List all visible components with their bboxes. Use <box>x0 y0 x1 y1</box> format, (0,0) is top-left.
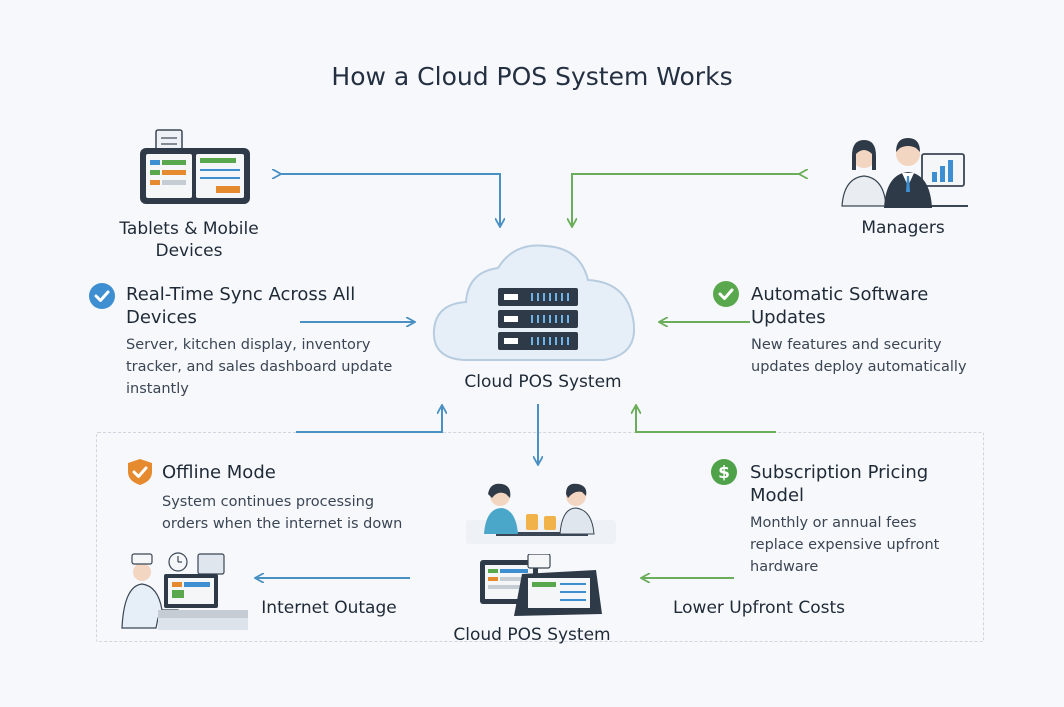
offline-description: System continues processing orders when … <box>162 494 403 532</box>
arrow-pricing-cloud <box>636 406 776 433</box>
managers-label: Managers <box>861 218 945 238</box>
pricing-title: Subscription Pricing Model <box>750 462 929 506</box>
pricing-description: Monthly or annual fees replace expensive… <box>750 515 940 575</box>
dotted-region-border <box>96 432 984 642</box>
outage-label: Internet Outage <box>261 598 397 618</box>
check-circle-icon <box>89 283 115 309</box>
server-icon <box>498 288 578 350</box>
cafe-customers-illustration <box>466 483 616 544</box>
outage-worker-illustration <box>121 552 248 630</box>
sync-description: Server, kitchen display, inventory track… <box>126 337 393 397</box>
pos-label: Cloud POS System <box>453 625 611 645</box>
managers-illustration <box>841 138 968 208</box>
costs-label: Lower Upfront Costs <box>672 598 846 618</box>
page-title: How a Cloud POS System Works <box>331 62 733 91</box>
updates-title: Automatic Software Updates <box>751 284 929 328</box>
tablets-label: Tablets & Mobile Devices <box>119 219 259 261</box>
cloud-server-illustration <box>432 244 636 361</box>
arrow-managers-cloud <box>572 174 800 226</box>
svg-text:$: $ <box>718 463 730 483</box>
updates-description: New features and security updates deploy… <box>751 337 967 375</box>
arrow-tablets-cloud <box>280 174 500 226</box>
shield-check-icon <box>128 459 152 485</box>
arrow-offline-cloud <box>296 406 442 433</box>
sync-title: Real-Time Sync Across All Devices <box>126 284 356 328</box>
cloud-label: Cloud POS System <box>464 372 622 392</box>
dollar-circle-icon: $ <box>711 459 737 485</box>
check-circle-icon <box>713 281 739 307</box>
pos-terminal-illustration <box>480 554 602 616</box>
tablet-devices-illustration <box>140 129 250 204</box>
offline-title: Offline Mode <box>162 462 276 483</box>
